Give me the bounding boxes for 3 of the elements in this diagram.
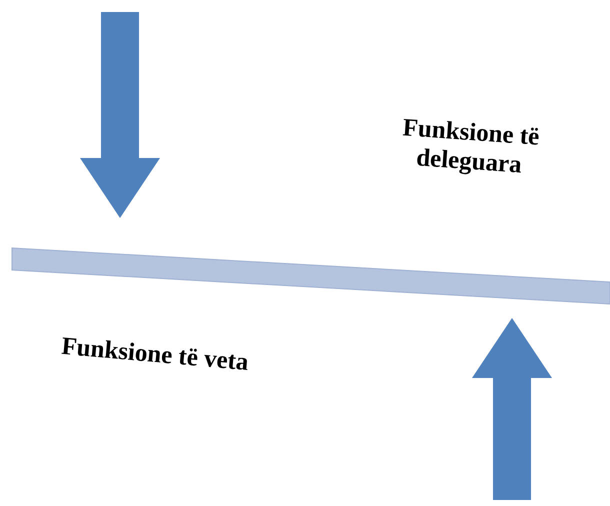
bar — [12, 247, 610, 305]
caption-text: Funksione të deleguara — [400, 113, 542, 181]
caption-text: Funksione të veta — [59, 332, 251, 378]
